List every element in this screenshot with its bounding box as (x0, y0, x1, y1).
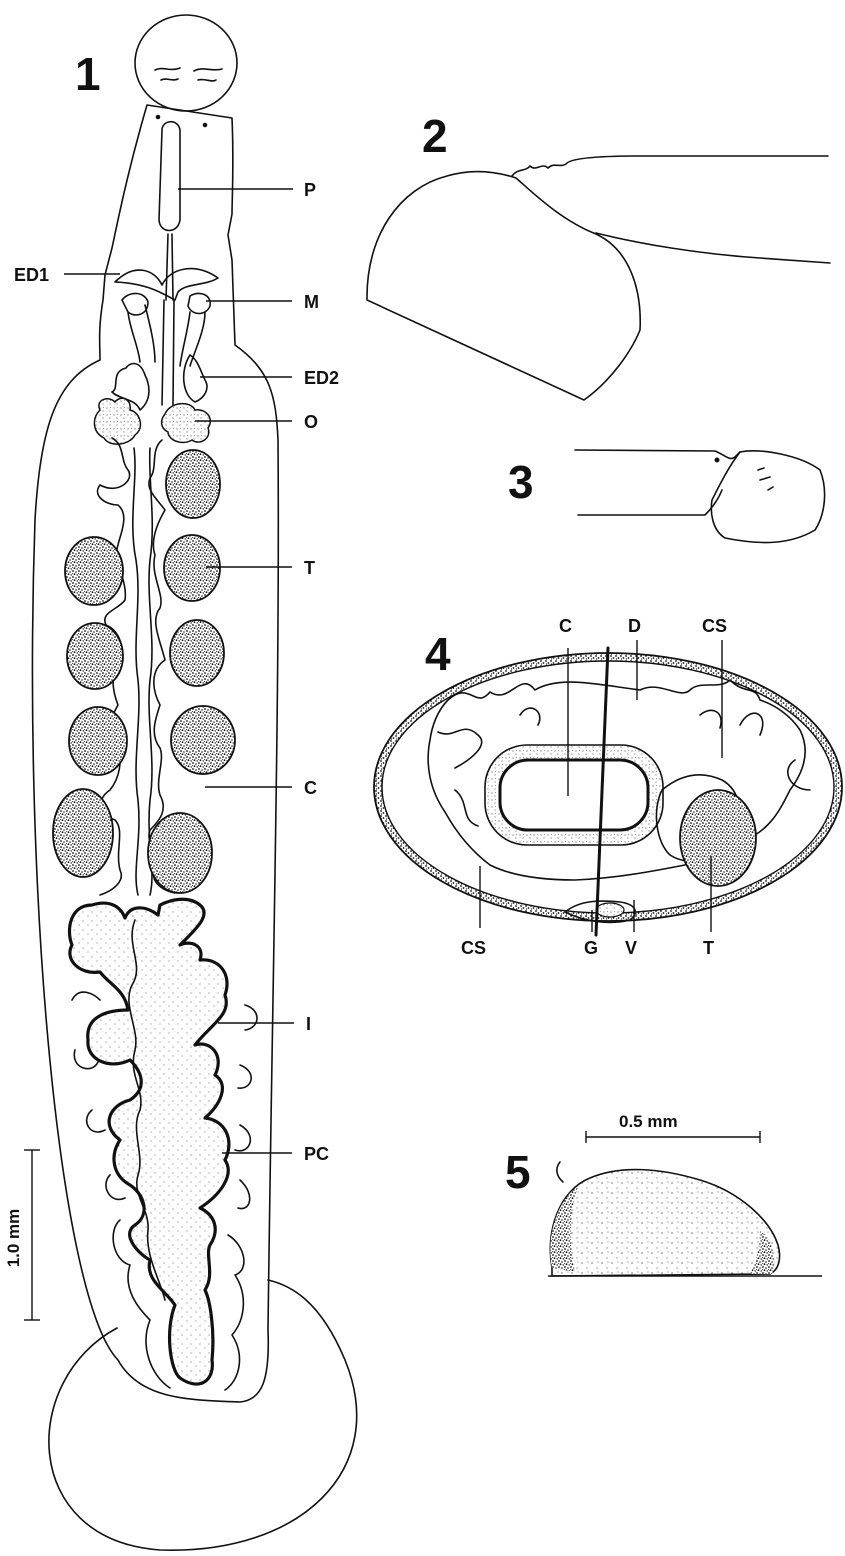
testis (65, 537, 123, 605)
scale-bar-1mm: 1.0 mm (4, 1150, 40, 1320)
label-CS: CS (702, 616, 727, 636)
ovary-right (162, 404, 211, 443)
label-ED1: ED1 (14, 265, 49, 285)
testis (53, 789, 113, 877)
figure-number-4: 4 (425, 628, 451, 680)
testis (166, 450, 220, 518)
testis-section (680, 790, 756, 886)
figure-3-head-small: 3 (508, 450, 825, 543)
testis (67, 623, 123, 689)
label-D: D (628, 616, 641, 636)
testis (171, 706, 235, 774)
testis (170, 620, 224, 686)
egg (550, 1170, 779, 1276)
figure-number-1: 1 (75, 48, 101, 100)
label-V: V (625, 938, 637, 958)
figure-number-5: 5 (505, 1146, 531, 1198)
anterior-sucker (135, 15, 237, 111)
testis (69, 707, 127, 775)
caecum-c-inner (500, 760, 648, 830)
figure-2-head-lateral: 2 (367, 110, 830, 400)
label-T: T (703, 938, 714, 958)
testis (148, 813, 212, 893)
label-CS: CS (461, 938, 486, 958)
label-T: T (304, 558, 315, 578)
label-M: M (304, 292, 319, 312)
figure-4-cross-section: 4 C D CS CS G V T (374, 616, 842, 958)
figure-5-egg: 5 0.5 mm (505, 1112, 822, 1276)
label-C: C (304, 778, 317, 798)
figure-number-2: 2 (422, 110, 448, 162)
figure-number-3: 3 (508, 456, 534, 508)
label-C: C (559, 616, 572, 636)
label-O: O (304, 412, 318, 432)
ovary-left (94, 398, 140, 444)
label-PC: PC (304, 1144, 329, 1164)
label-P: P (304, 180, 316, 200)
label-ED2: ED2 (304, 368, 339, 388)
label-G: G (584, 938, 598, 958)
pharynx (159, 122, 180, 231)
scale-label-0-5mm: 0.5 mm (619, 1112, 678, 1131)
testis (164, 535, 220, 601)
svg-text:1.0 mm: 1.0 mm (4, 1209, 23, 1268)
label-I: I (306, 1014, 311, 1034)
